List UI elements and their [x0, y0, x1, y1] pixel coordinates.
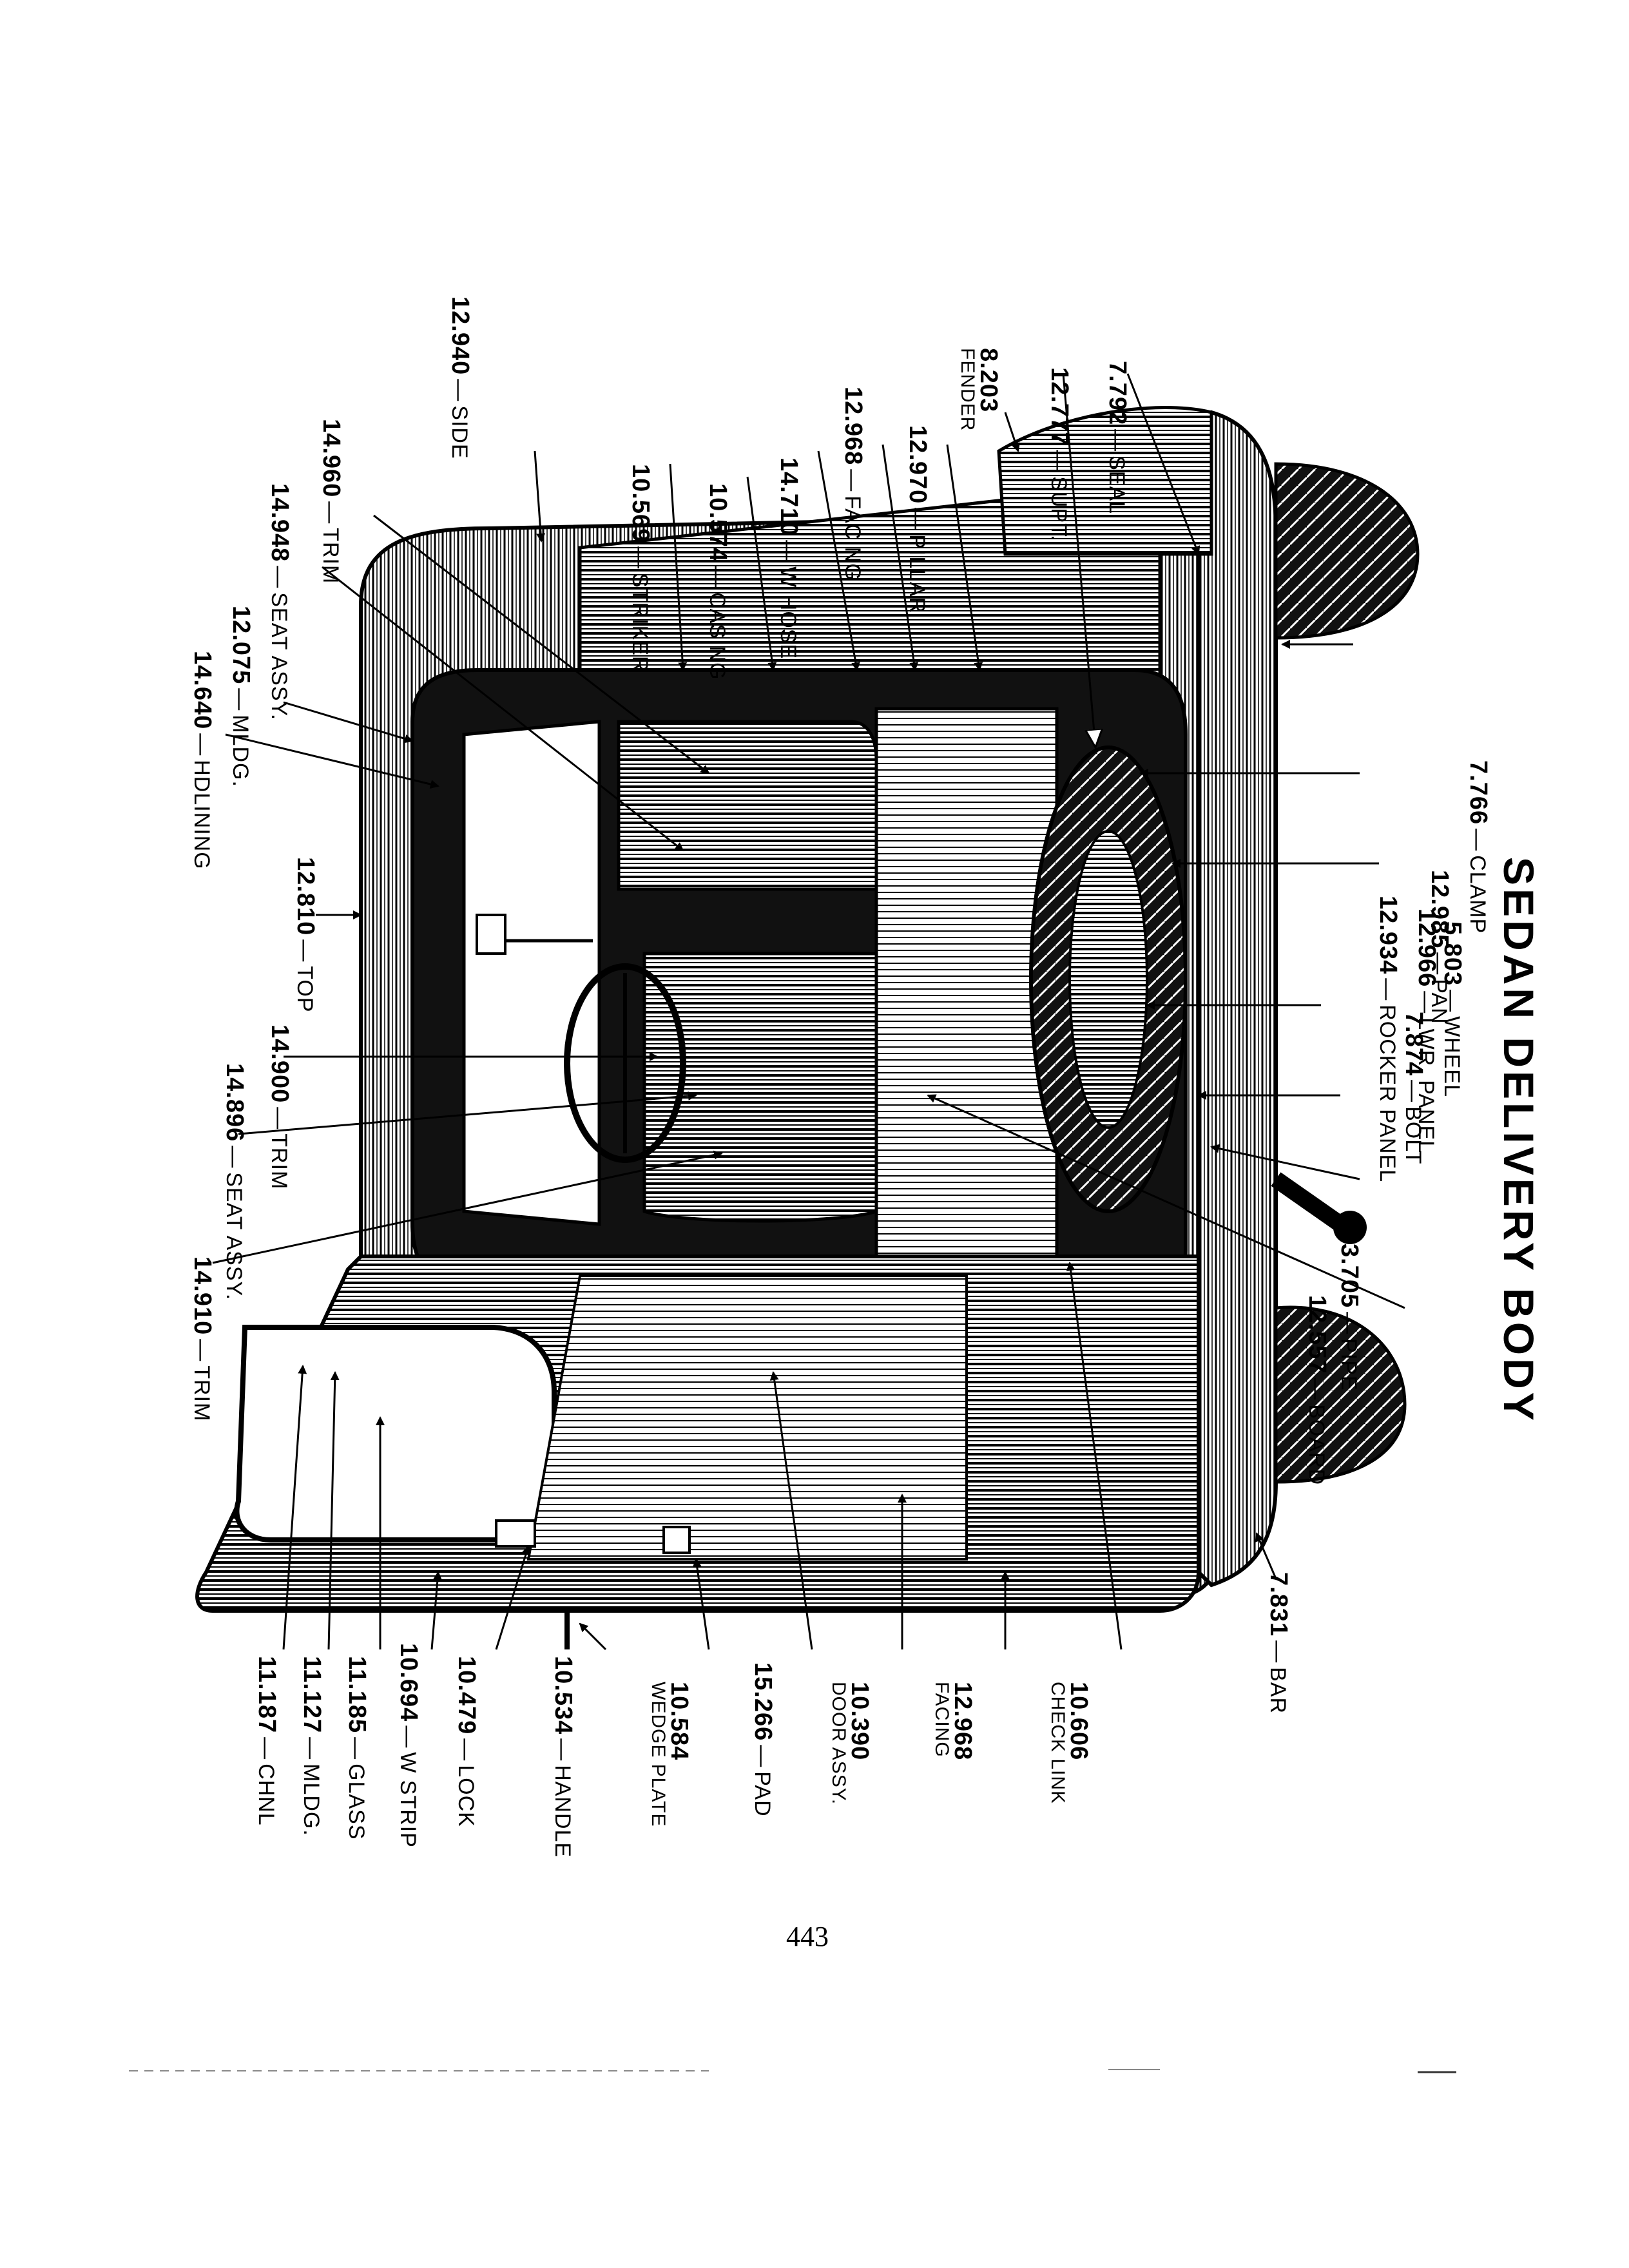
label-seat-assy-mid: 14.896—SEAT ASSY.: [221, 1063, 248, 1301]
label-trim-top: 14.960—TRIM: [318, 419, 345, 584]
windshield: [462, 720, 601, 1226]
label-hdlining: 14.640—HDLINING: [189, 651, 216, 870]
label-bar: 7.831—BAR: [1265, 1572, 1292, 1715]
label-trim-mid: 14.900—TRIM: [266, 1024, 293, 1190]
label-seat-assy-top: 14.948—SEAT ASSY.: [266, 483, 293, 721]
rear-tire-top: [1274, 462, 1420, 640]
label-casing: 10.574—CASING: [704, 483, 731, 680]
diagram-title: SEDAN DELIVERY BODY: [1495, 857, 1543, 1424]
label-trim-left: 14.910—TRIM: [189, 1256, 216, 1422]
label-seal: 7.792—SEAL: [1104, 361, 1131, 515]
label-board: 12.557—BOARD: [1304, 1295, 1331, 1486]
label-w-strip: 10.694—W STRIP: [395, 1643, 422, 1848]
leader-lines: [212, 373, 1405, 1651]
label-chnl: 11.187—CHNL: [253, 1656, 280, 1826]
steering-wheel: [564, 963, 686, 1163]
label-lwr-panel: 12.966—LWR. PANEL: [1413, 908, 1440, 1154]
label-facing-top: 12.968—FACING: [840, 387, 867, 581]
label-striker: 10.569—STRIKER: [627, 464, 654, 673]
door-trim-pad: [526, 1274, 968, 1561]
rear-fender: [997, 406, 1213, 556]
label-side: 12.940—SIDE: [447, 296, 474, 459]
label-top: 12.810—TOP: [292, 857, 319, 1013]
front-seat-cushion: [642, 952, 878, 1223]
label-pipe: 3.705—PIPE: [1336, 1244, 1363, 1391]
rear-tire-bottom: [1274, 1305, 1407, 1484]
label-clamp: 7.766—CLAMP: [1465, 760, 1492, 934]
label-handle: 10.534—HANDLE: [550, 1656, 577, 1858]
label-wheel: 5.803—WHEEL: [1439, 921, 1466, 1098]
label-mldg-door: 11.127—MLDG.: [298, 1656, 325, 1836]
label-pillar: 12.970—PILLAR: [904, 425, 931, 614]
label-mldg-top: 12.075—MLDG.: [227, 606, 255, 787]
page-number: 443: [786, 1921, 829, 1952]
label-glass: 11.185—GLASS: [343, 1656, 371, 1840]
label-pad: 15.266—PAD: [749, 1662, 776, 1817]
label-rocker-panel: 12.934—ROCKER PANEL: [1374, 896, 1402, 1183]
label-supt: 12.777—SUPT.: [1046, 367, 1073, 542]
label-w-hose: 14.710—W HOSE: [775, 457, 802, 660]
door-window: [234, 1325, 557, 1542]
label-lock: 10.479—LOCK: [453, 1656, 480, 1827]
rotated-label-layer: SEDAN DELIVERY BODY 12.940—SIDE 10.569—S…: [189, 187, 1543, 1862]
